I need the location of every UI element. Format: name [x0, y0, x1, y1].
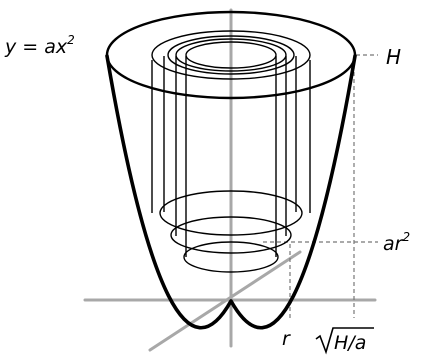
shell-top-ring-2: [167, 35, 295, 75]
shell-top-ring-1: [151, 30, 311, 80]
shell-top-ring-3: [175, 38, 287, 72]
paraboloid-rim: [105, 10, 357, 100]
paraboloid: [105, 10, 357, 330]
height-label: H: [386, 45, 401, 69]
cylindrical-shells: [151, 30, 311, 273]
shell-bottom-ring-3: [183, 241, 279, 273]
ring-height-label: ar2: [383, 230, 410, 255]
shell-top-ring-4: [185, 41, 277, 69]
outer-radius-label: H/a: [315, 327, 374, 355]
outer-radius-text: H/a: [334, 332, 366, 354]
shell-bottom-ring-2: [170, 216, 292, 254]
guide-lines: [263, 54, 378, 318]
curve-equation-label: y = ax2: [4, 33, 75, 58]
depth-axis: [148, 250, 302, 352]
sqrt-sign-icon: [315, 327, 374, 355]
radius-label: r: [282, 328, 291, 350]
parabola-curve: [105, 54, 357, 330]
shell-bottom-ring-1: [159, 190, 303, 236]
